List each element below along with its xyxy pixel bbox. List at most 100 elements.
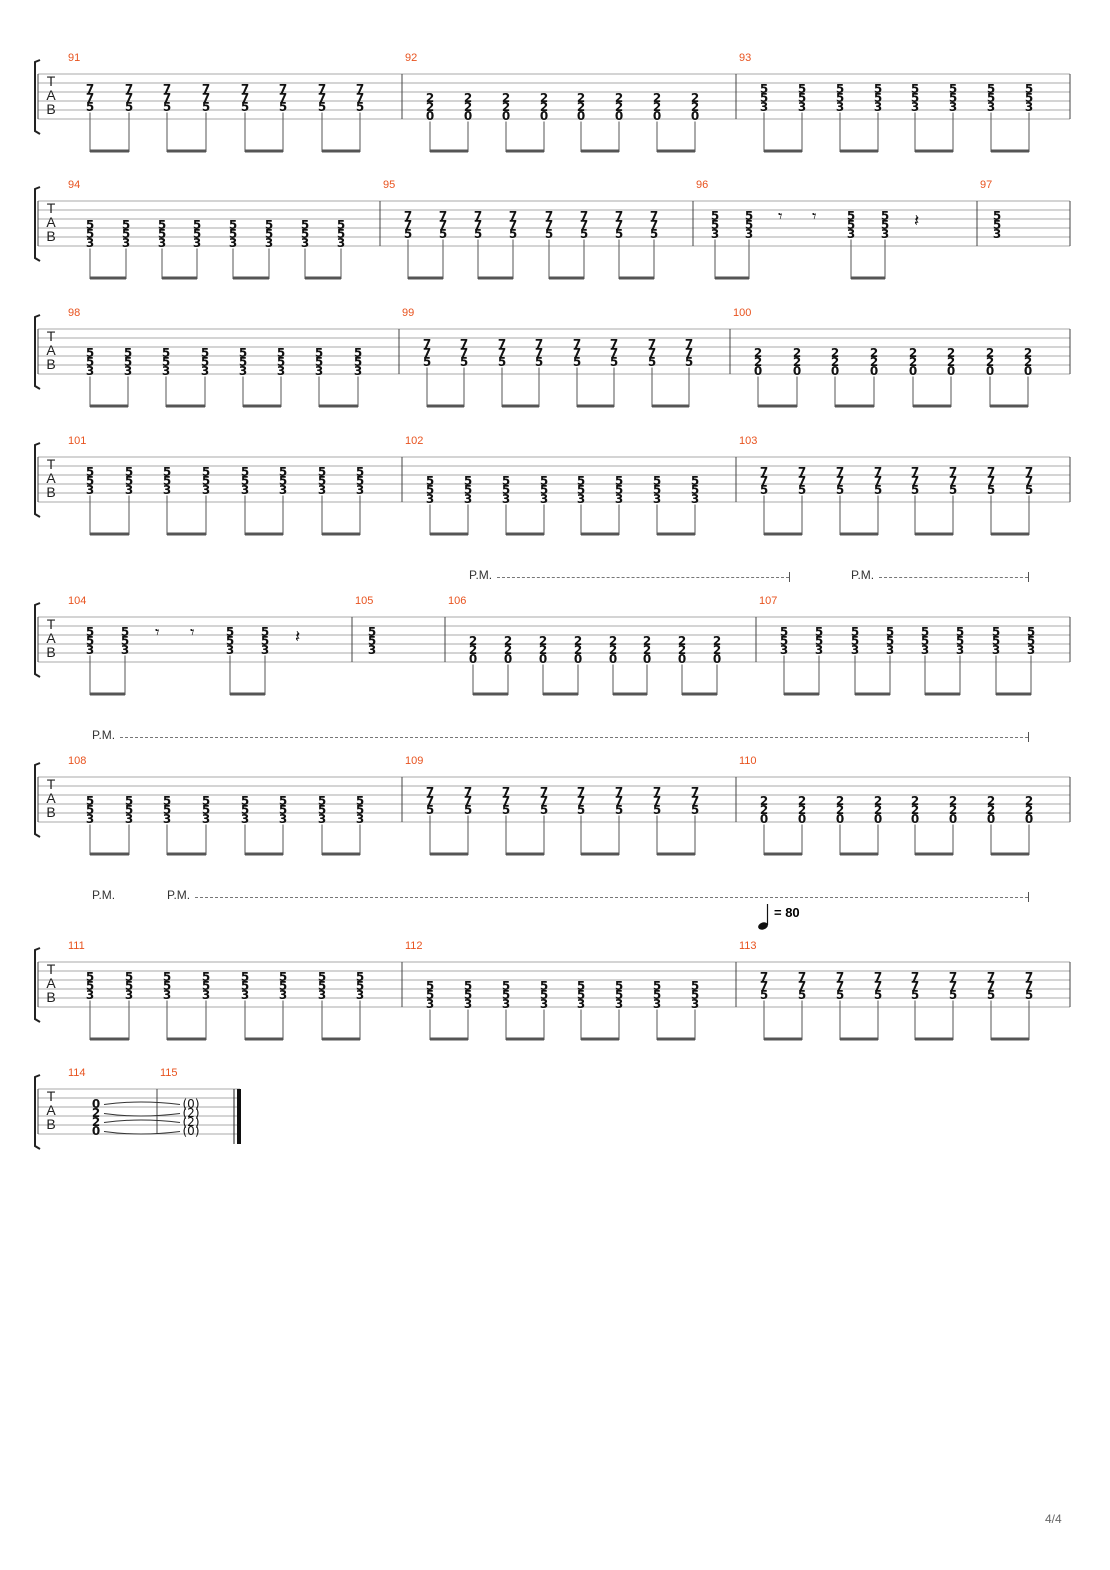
fret-number: 2 — [792, 354, 802, 369]
fret-number: 5 — [652, 473, 662, 488]
fret-number: 5 — [539, 987, 549, 1002]
fret-number: 2 — [642, 642, 652, 657]
fret-number: 3 — [885, 642, 895, 657]
fret-number: 5 — [835, 987, 845, 1002]
fret-number: 3 — [336, 235, 346, 250]
fret-number: 5 — [161, 345, 171, 360]
fret-number: 3 — [238, 363, 248, 378]
fret-number: 3 — [744, 226, 754, 241]
fret-number: 2 — [830, 345, 840, 360]
fret-number: 5 — [797, 482, 807, 497]
fret-number: 2 — [463, 90, 473, 105]
fret-number: 2 — [608, 642, 618, 657]
fret-number: 5 — [986, 482, 996, 497]
fret-number: 5 — [238, 354, 248, 369]
fret-number: 7 — [652, 784, 662, 799]
tie-arc — [103, 1113, 181, 1117]
fret-number: 0 — [690, 108, 700, 123]
fret-number: 7 — [910, 978, 920, 993]
fret-number: 5 — [1024, 987, 1034, 1002]
fret-number: 5 — [501, 482, 511, 497]
fret-number: 2 — [1023, 354, 1033, 369]
fret-number: 7 — [910, 464, 920, 479]
fret-number: 5 — [317, 99, 327, 114]
fret-number: 5 — [463, 987, 473, 1002]
fret-number: 2 — [753, 345, 763, 360]
fret-number: 3 — [779, 642, 789, 657]
palm-mute-end — [1028, 892, 1029, 902]
fret-number: 3 — [425, 996, 435, 1011]
fret-number: 5 — [614, 482, 624, 497]
fret-number: 7 — [948, 969, 958, 984]
fret-number: 7 — [1024, 473, 1034, 488]
tie-arc — [103, 1101, 181, 1105]
fret-number: 3 — [300, 235, 310, 250]
fret-number: 5 — [336, 217, 346, 232]
fret-number: 5 — [124, 978, 134, 993]
fret-number: (2) — [182, 1114, 200, 1129]
tab-clef-letter: A — [46, 470, 56, 486]
fret-number: 2 — [946, 345, 956, 360]
palm-mute-extension — [120, 737, 1028, 738]
fret-number: 5 — [278, 464, 288, 479]
fret-number: 5 — [120, 624, 130, 639]
fret-number: 0 — [835, 811, 845, 826]
fret-number: 3 — [201, 811, 211, 826]
fret-number: 7 — [459, 345, 469, 360]
fret-number: 2 — [576, 90, 586, 105]
fret-number: 2 — [677, 642, 687, 657]
fret-number: 3 — [278, 987, 288, 1002]
quarter-rest: 𝄽 — [295, 627, 301, 647]
fret-number: 5 — [534, 354, 544, 369]
fret-number: 5 — [501, 978, 511, 993]
fret-number: 3 — [539, 491, 549, 506]
fret-number: 5 — [240, 473, 250, 488]
fret-number: 5 — [814, 633, 824, 648]
fret-number: 5 — [986, 987, 996, 1002]
fret-number: 3 — [759, 99, 769, 114]
eighth-rest: 𝄾 — [155, 623, 160, 643]
fret-number: 7 — [797, 969, 807, 984]
fret-number: 5 — [508, 226, 518, 241]
fret-number: 5 — [355, 473, 365, 488]
fret-number: 7 — [438, 217, 448, 232]
tab-clef-letter: T — [46, 616, 56, 632]
tab-clef-letter: B — [46, 484, 56, 500]
measure-number: 92 — [405, 52, 418, 64]
fret-number: 7 — [403, 217, 413, 232]
fret-number: 3 — [501, 491, 511, 506]
fret-number: 3 — [710, 226, 720, 241]
fret-number: 5 — [986, 81, 996, 96]
fret-number: 2 — [539, 90, 549, 105]
fret-number: 0 — [576, 108, 586, 123]
fret-number: 5 — [278, 473, 288, 488]
fret-number: 2 — [986, 802, 996, 817]
measure-number: 113 — [739, 940, 757, 952]
fret-number: 7 — [690, 793, 700, 808]
fret-number: 3 — [986, 99, 996, 114]
fret-number: 7 — [986, 978, 996, 993]
fret-number: 5 — [992, 217, 1002, 232]
fret-number: 7 — [85, 81, 95, 96]
fret-number: 3 — [355, 482, 365, 497]
fret-number: 5 — [880, 217, 890, 232]
fret-number: 3 — [260, 642, 270, 657]
fret-number: 5 — [157, 217, 167, 232]
measure-number: 97 — [980, 179, 993, 191]
fret-number: 5 — [240, 793, 250, 808]
fret-number: 5 — [264, 226, 274, 241]
fret-number: 5 — [201, 464, 211, 479]
fret-number: 5 — [690, 987, 700, 1002]
fret-number: 5 — [873, 90, 883, 105]
fret-number: 5 — [367, 624, 377, 639]
fret-number: 7 — [1024, 969, 1034, 984]
fret-number: 2 — [910, 793, 920, 808]
fret-number: 5 — [473, 226, 483, 241]
fret-number: 5 — [710, 208, 720, 223]
fret-number: 5 — [759, 987, 769, 1002]
fret-number: 3 — [355, 987, 365, 1002]
system-bracket — [34, 602, 41, 678]
fret-number: 3 — [200, 363, 210, 378]
fret-number: 5 — [200, 345, 210, 360]
fret-number: 7 — [438, 208, 448, 223]
